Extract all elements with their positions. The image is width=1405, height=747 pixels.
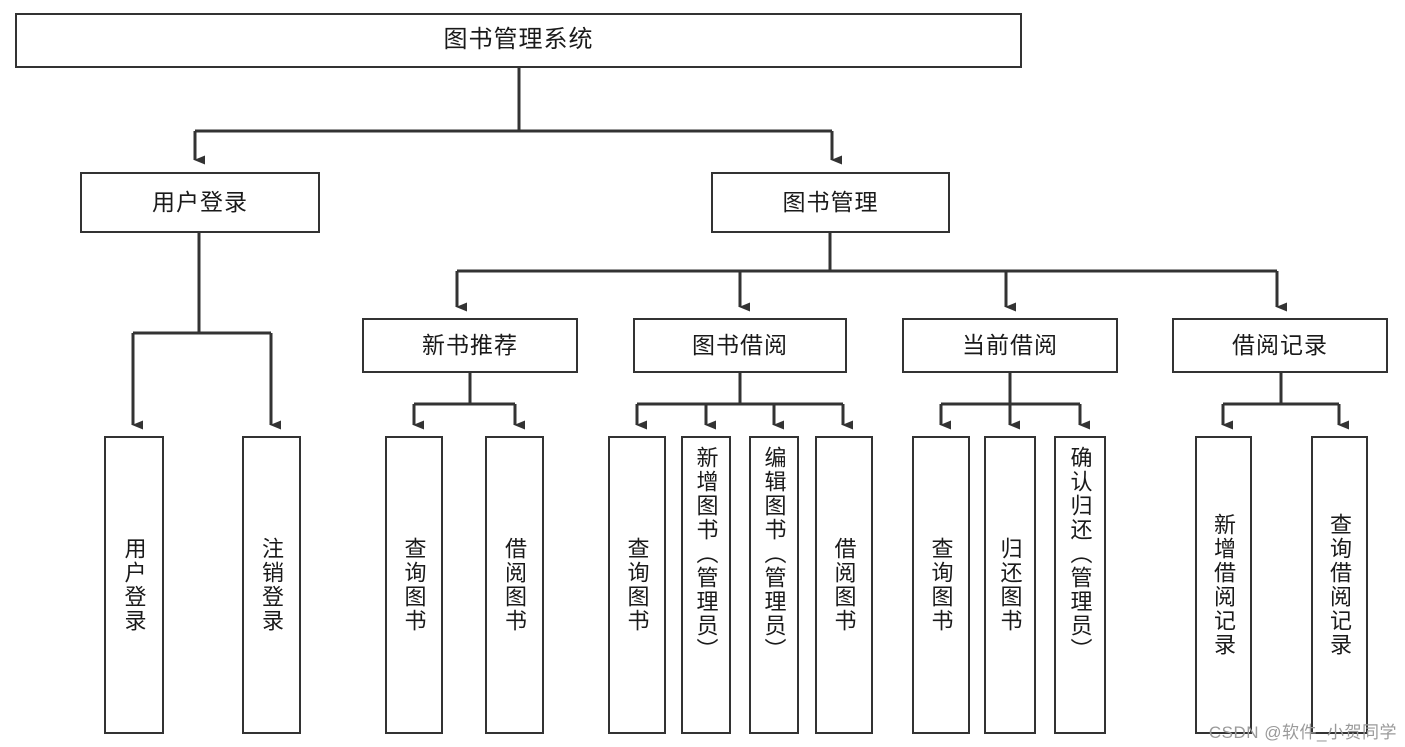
node-leaf-query-borrow-record-label: 查询借阅记录 [1327, 513, 1353, 657]
node-leaf-query-book-borrow[interactable]: 查询图书 [608, 436, 666, 734]
node-leaf-add-borrow-record[interactable]: 新增借阅记录 [1195, 436, 1252, 734]
node-leaf-logout-label: 注销登录 [259, 537, 285, 633]
node-borrow-record-label: 借阅记录 [1232, 331, 1328, 358]
node-current-borrow-label: 当前借阅 [962, 331, 1058, 358]
node-leaf-return-book-label: 归还图书 [997, 537, 1023, 633]
node-user-login-label: 用户登录 [152, 188, 248, 215]
node-leaf-add-borrow-record-label: 新增借阅记录 [1211, 513, 1237, 657]
node-leaf-add-book-admin[interactable]: 新增图书（管理员） [681, 436, 731, 734]
node-book-management[interactable]: 图书管理 [711, 172, 950, 233]
node-leaf-edit-book-admin-label: 编辑图书（管理员） [761, 446, 787, 662]
node-leaf-edit-book-admin[interactable]: 编辑图书（管理员） [749, 436, 799, 734]
node-leaf-borrow-book[interactable]: 借阅图书 [815, 436, 873, 734]
node-borrow-record[interactable]: 借阅记录 [1172, 318, 1388, 373]
node-leaf-query-book-recommend[interactable]: 查询图书 [385, 436, 443, 734]
node-leaf-confirm-return-admin[interactable]: 确认归还（管理员） [1054, 436, 1106, 734]
node-new-book-recommend-label: 新书推荐 [422, 331, 518, 358]
node-leaf-query-book-current[interactable]: 查询图书 [912, 436, 970, 734]
node-leaf-query-book-recommend-label: 查询图书 [401, 537, 427, 633]
node-leaf-logout[interactable]: 注销登录 [242, 436, 301, 734]
node-leaf-return-book[interactable]: 归还图书 [984, 436, 1036, 734]
csdn-watermark: CSDN @软件_小贺同学 [1208, 723, 1397, 742]
node-leaf-query-borrow-record[interactable]: 查询借阅记录 [1311, 436, 1368, 734]
node-leaf-borrow-book-label: 借阅图书 [831, 537, 857, 633]
node-book-borrow[interactable]: 图书借阅 [633, 318, 847, 373]
node-leaf-user-login[interactable]: 用户登录 [104, 436, 164, 734]
node-root-label: 图书管理系统 [443, 26, 594, 54]
node-leaf-user-login-label: 用户登录 [121, 537, 147, 633]
node-root-book-management-system[interactable]: 图书管理系统 [15, 13, 1022, 68]
node-leaf-add-book-admin-label: 新增图书（管理员） [693, 446, 719, 662]
node-new-book-recommend[interactable]: 新书推荐 [362, 318, 578, 373]
node-book-borrow-label: 图书借阅 [692, 331, 788, 358]
node-current-borrow[interactable]: 当前借阅 [902, 318, 1118, 373]
node-leaf-query-book-current-label: 查询图书 [928, 537, 954, 633]
node-book-management-label: 图书管理 [782, 188, 879, 215]
node-leaf-borrow-book-recommend[interactable]: 借阅图书 [485, 436, 544, 734]
node-user-login[interactable]: 用户登录 [80, 172, 320, 233]
node-leaf-query-book-borrow-label: 查询图书 [624, 537, 650, 633]
node-leaf-confirm-return-admin-label: 确认归还（管理员） [1067, 446, 1093, 662]
node-leaf-borrow-book-recommend-label: 借阅图书 [502, 537, 528, 633]
